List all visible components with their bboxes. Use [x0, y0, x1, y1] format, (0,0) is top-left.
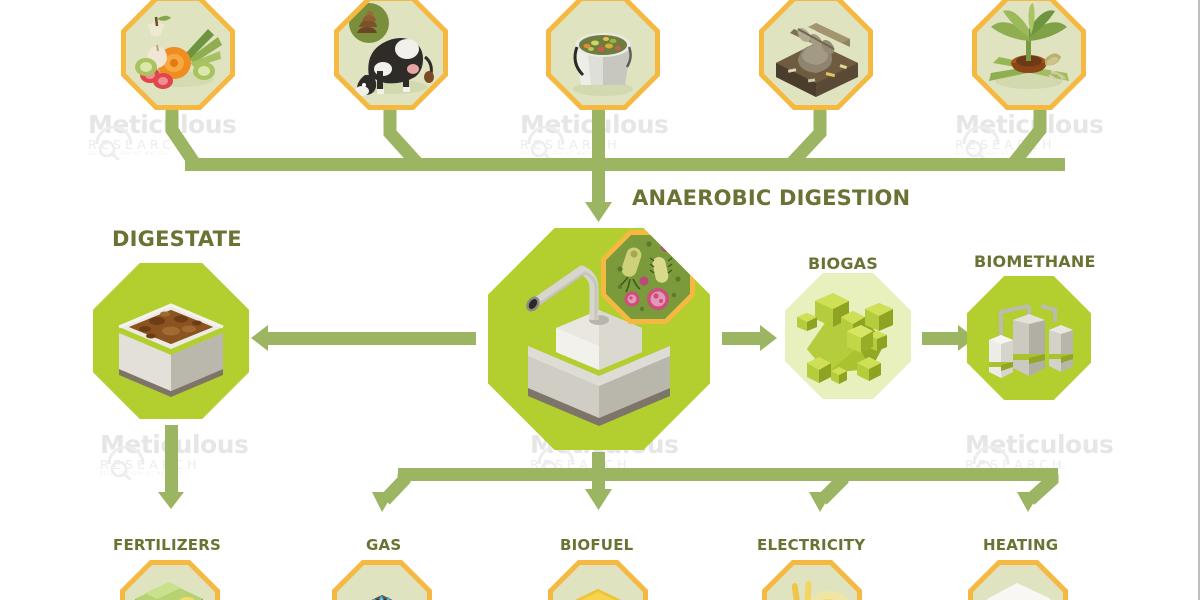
cow-manure-icon [349, 3, 434, 96]
vegetable-food-waste-icon [135, 15, 222, 89]
input-node-animal-manure[interactable] [334, 0, 448, 110]
enduse-label-gas: GAS [366, 536, 402, 554]
arrow-head-down [158, 492, 184, 509]
input-node-organic-waste-bin[interactable] [546, 0, 660, 110]
output-node-digestate[interactable] [93, 263, 249, 419]
icon-plant-crop-residue-art [977, 1, 1081, 105]
plant-crop-residue-icon [989, 3, 1069, 89]
arrow-digestate-to-fertilizers [165, 425, 178, 495]
arrow-digester-to-digestate [268, 332, 476, 345]
bacteria-microbes-icon [617, 241, 681, 312]
process-label-anaerobic-digestion: ANAEROBIC DIGESTION [632, 186, 911, 210]
icon-cow-manure-art [339, 1, 443, 105]
output-label-digestate: DIGESTATE [112, 227, 242, 251]
radiator-heater-icon [987, 583, 1051, 600]
enduse-label-biofuel: BIOFUEL [560, 536, 634, 554]
electricity-plug-bulb-icon [791, 581, 855, 600]
fertilizer-bag-icon [135, 582, 203, 600]
biofuel-barrel-icon [569, 589, 627, 600]
enduse-label-heating: HEATING [983, 536, 1059, 554]
enduse-node-electricity[interactable] [762, 560, 862, 600]
icon-food-waste-bin-art [551, 1, 655, 105]
process-node-digester[interactable] [488, 228, 710, 450]
arrow-biogas-to-biomethane [922, 332, 960, 345]
output-node-biogas[interactable] [785, 273, 911, 399]
input-node-food-waste[interactable] [121, 0, 235, 110]
arrow-head-left [251, 325, 268, 351]
enduse-label-fertilizers: FERTILIZERS [113, 536, 221, 554]
output-label-biogas: BIOGAS [808, 254, 878, 273]
arrow-head-right [760, 325, 777, 351]
icon-fertilizer-art [125, 565, 215, 600]
output-node-biomethane[interactable] [967, 276, 1091, 400]
icon-sewage-sludge-art [764, 1, 868, 105]
input-node-energy-crops[interactable] [972, 0, 1086, 110]
sewage-sludge-icon [776, 23, 858, 97]
digestate-tank-icon [118, 303, 224, 397]
biomethane-tanks-icon [989, 304, 1073, 378]
digester-tank-icon [526, 265, 670, 426]
icon-food-waste-art [126, 1, 230, 105]
arrow-digester-to-biogas [722, 332, 762, 345]
right-edge-divider [1198, 0, 1200, 600]
output-label-biomethane: BIOMETHANE [974, 252, 1096, 271]
biogas-cubes-icon [797, 293, 893, 384]
input-node-sewage-sludge[interactable] [759, 0, 873, 110]
enduse-label-electricity: ELECTRICITY [757, 536, 866, 554]
food-waste-bin-icon [573, 33, 633, 96]
